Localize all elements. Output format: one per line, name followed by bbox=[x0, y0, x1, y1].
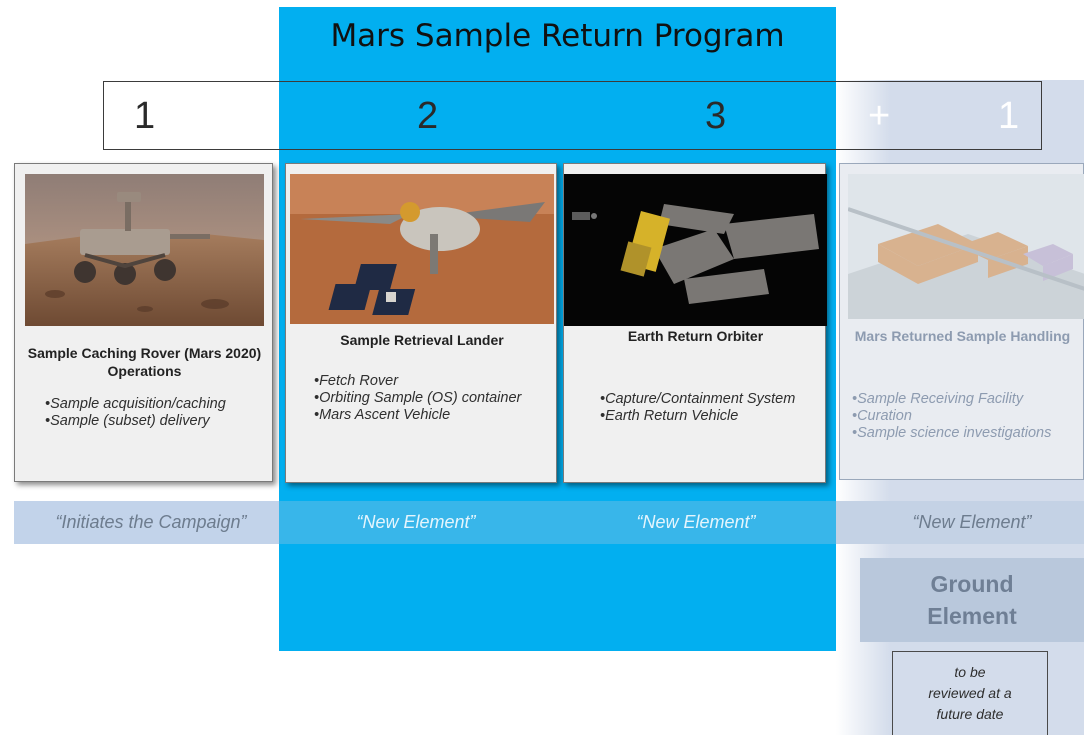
phase-number-2: 2 bbox=[417, 95, 439, 137]
bullet-item: Earth Return Vehicle bbox=[600, 408, 815, 425]
review-note-text: to be reviewed at a future date bbox=[892, 662, 1048, 725]
bullet-item: Sample (subset) delivery bbox=[45, 413, 265, 430]
bullet-item: Curation bbox=[852, 408, 1082, 425]
card-title: Sample Retrieval Lander bbox=[340, 332, 504, 348]
bullet-item: Mars Ascent Vehicle bbox=[314, 407, 544, 424]
card-sample-retrieval-lander: Sample Retrieval Lander Fetch Rover Orbi… bbox=[285, 163, 557, 483]
lander-image bbox=[290, 174, 554, 324]
rover-image bbox=[25, 174, 264, 326]
card-earth-return-orbiter: Earth Return Orbiter Capture/Containment… bbox=[563, 163, 827, 483]
phase-number-1: 1 bbox=[134, 95, 156, 137]
review-note-box bbox=[892, 651, 1048, 735]
note-line: reviewed at a bbox=[928, 685, 1012, 701]
phase-number-bar bbox=[103, 81, 1042, 150]
bullet-item: Orbiting Sample (OS) container bbox=[314, 390, 544, 407]
note-line: future date bbox=[936, 706, 1004, 722]
bullet-item: Fetch Rover bbox=[314, 373, 544, 390]
caption-new-element-orbiter: “New Element” bbox=[636, 512, 756, 532]
orbiter-image bbox=[564, 174, 827, 326]
bullet-list: Sample acquisition/caching Sample (subse… bbox=[45, 396, 265, 430]
bullet-list: Fetch Rover Orbiting Sample (OS) contain… bbox=[314, 373, 544, 424]
bullet-list: Sample Receiving Facility Curation Sampl… bbox=[852, 391, 1082, 442]
plus-sign: + bbox=[868, 95, 891, 137]
ground-label-line: Element bbox=[927, 603, 1017, 629]
card-title: Sample Caching Rover (Mars 2020) Operati… bbox=[27, 345, 262, 379]
caption-new-element-ground: “New Element” bbox=[912, 512, 1032, 532]
ground-element-box bbox=[860, 558, 1084, 642]
card-title: Earth Return Orbiter bbox=[627, 328, 764, 344]
caption-initiates-campaign: “Initiates the Campaign” bbox=[55, 512, 247, 532]
phase-number-3: 3 bbox=[705, 95, 727, 137]
bullet-item: Sample Receiving Facility bbox=[852, 391, 1082, 408]
phase-number-plus-1: 1 bbox=[998, 95, 1020, 137]
ground-label-line: Ground bbox=[930, 571, 1014, 597]
card-sample-caching-rover: Sample Caching Rover (Mars 2020) Operati… bbox=[14, 163, 273, 482]
caption-band-program-section bbox=[279, 501, 836, 544]
bullet-item: Sample acquisition/caching bbox=[45, 396, 265, 413]
caption-new-element-lander: “New Element” bbox=[356, 512, 476, 532]
card-mars-returned-sample-handling: Mars Returned Sample Handling Sample Rec… bbox=[839, 163, 1084, 480]
facility-image bbox=[848, 174, 1084, 319]
program-title: Mars Sample Return Program bbox=[330, 18, 785, 54]
bullet-list: Capture/Containment System Earth Return … bbox=[600, 391, 815, 425]
bullet-item: Capture/Containment System bbox=[600, 391, 815, 408]
ground-element-label: Ground Element bbox=[860, 568, 1084, 632]
note-line: to be bbox=[954, 664, 986, 680]
card-title: Mars Returned Sample Handling bbox=[854, 328, 1071, 344]
caption-band-ground-section bbox=[836, 501, 1084, 544]
bullet-item: Sample science investigations bbox=[852, 425, 1082, 442]
